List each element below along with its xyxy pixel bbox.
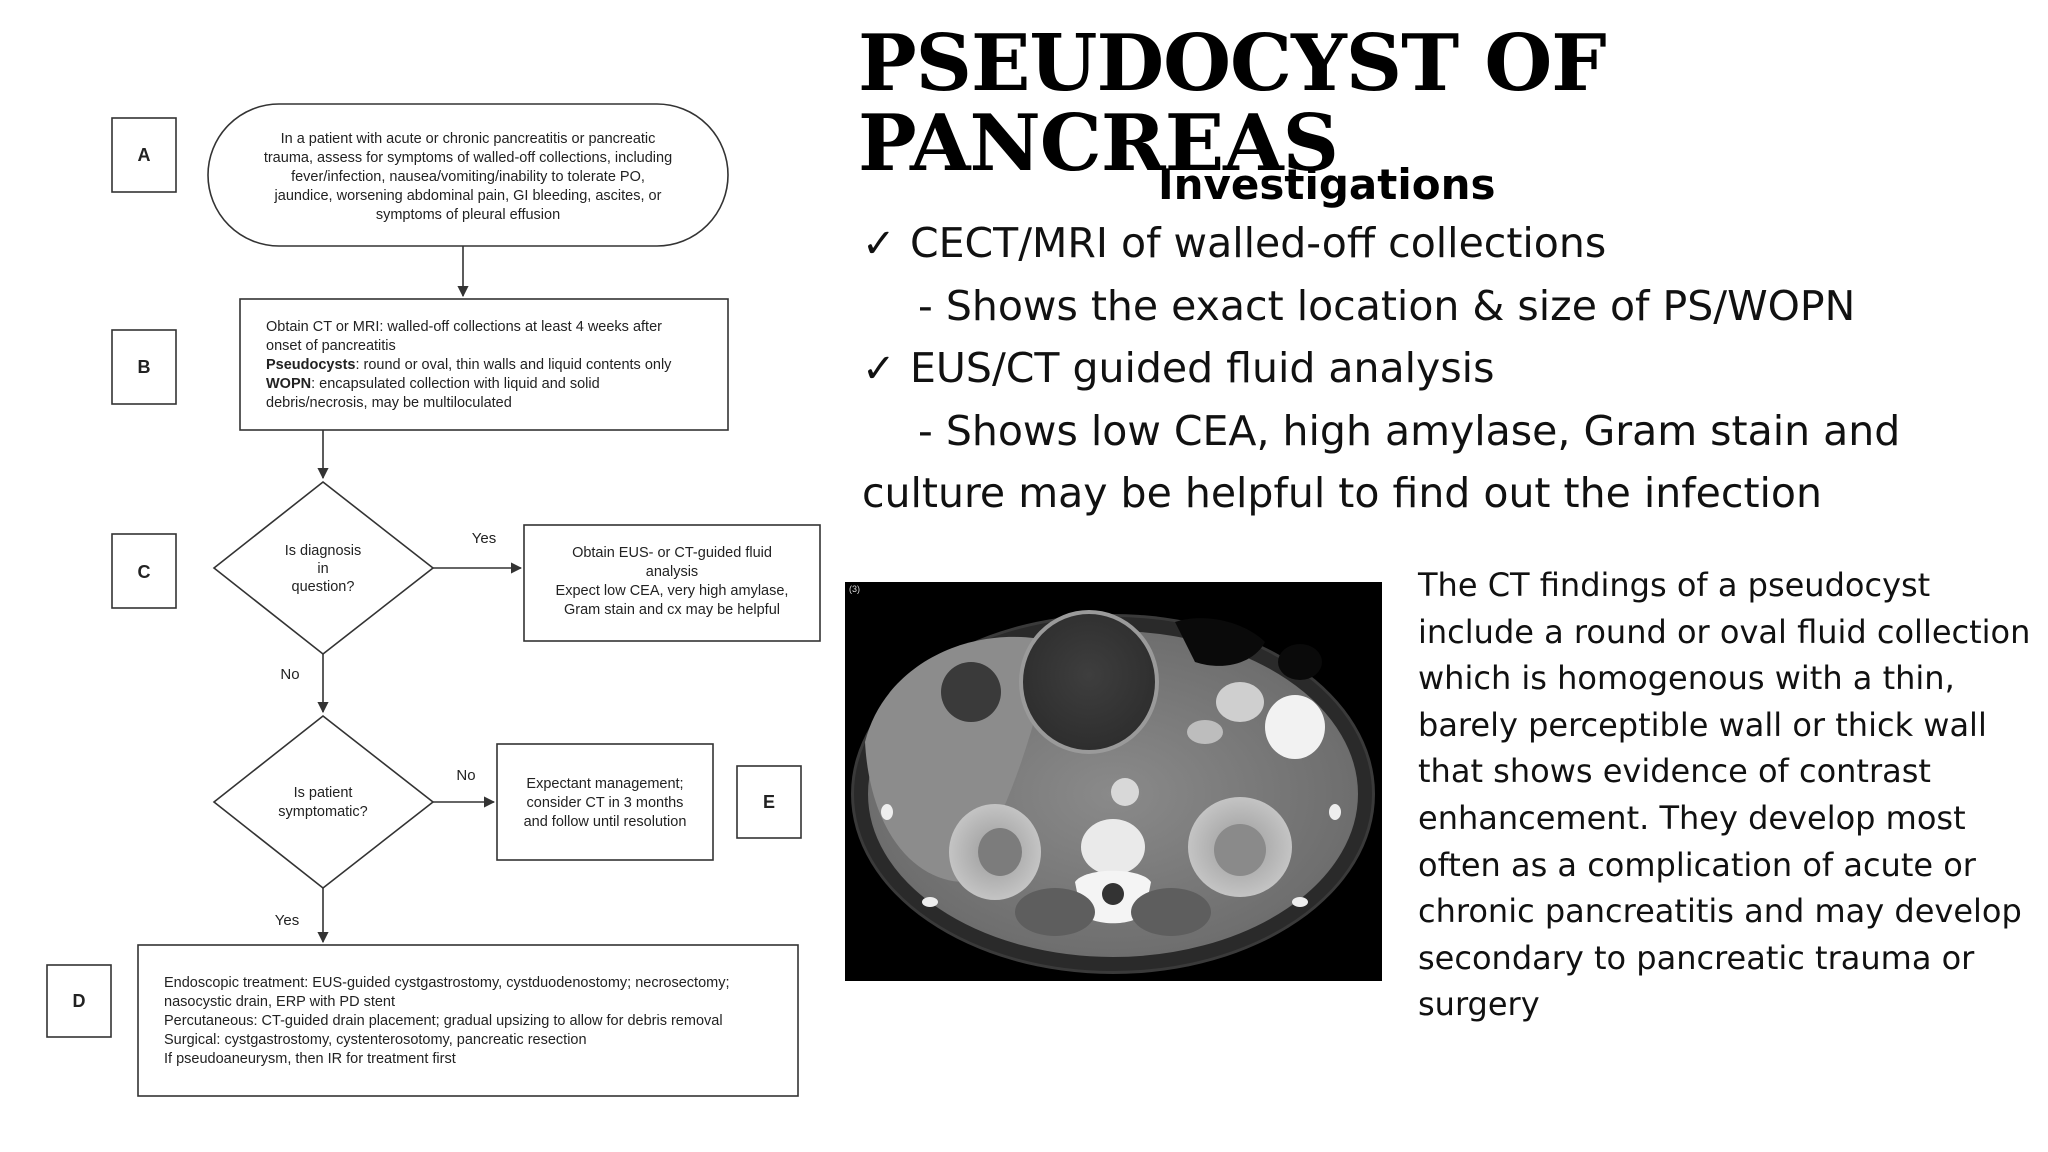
svg-text:Is diagnosis: Is diagnosis	[285, 543, 362, 559]
investigation-item-fluid: ✓ EUS/CT guided fluid analysis	[862, 337, 2012, 400]
step-label-box-a	[111, 117, 177, 193]
svg-text:Gram stain and cx may be helpf: Gram stain and cx may be helpful	[564, 602, 780, 618]
step-label-box-b	[111, 329, 177, 405]
svg-text:jaundice, worsening abdominal: jaundice, worsening abdominal pain, GI b…	[274, 188, 662, 204]
imaging-text: Obtain CT or MRI: walled-off collections…	[266, 319, 672, 411]
assess-symptoms-text: In a patient with acute or chronic pancr…	[264, 131, 672, 223]
ct-scan-image: (3)	[845, 582, 1382, 981]
fluid-analysis-text: Obtain EUS- or CT-guided fluid analysis …	[556, 545, 789, 618]
svg-text:Surgical: cystgastrostomy, cys: Surgical: cystgastrostomy, cystenterosot…	[164, 1032, 587, 1048]
treatment-node	[137, 944, 799, 1097]
step-label-e: E	[763, 792, 775, 812]
yes-label-c: Yes	[472, 530, 496, 547]
no-label-s: No	[456, 767, 475, 784]
slide-title: PSEUDOCYST OF PANCREAS	[858, 24, 1858, 184]
svg-text:Is patient: Is patient	[294, 785, 353, 801]
svg-text:Obtain EUS- or CT-guided fluid: Obtain EUS- or CT-guided fluid	[572, 545, 772, 561]
svg-text:consider CT in 3 months: consider CT in 3 months	[527, 795, 684, 811]
svg-text:Expectant management;: Expectant management;	[526, 776, 683, 792]
investigation-item-imaging: ✓ CECT/MRI of walled-off collections	[862, 212, 2012, 275]
svg-text:onset of pancreatitis: onset of pancreatitis	[266, 338, 396, 354]
svg-text:symptoms of pleural effusion: symptoms of pleural effusion	[376, 207, 560, 223]
step-label-box-e	[736, 765, 802, 839]
svg-text:trauma, assess for symptoms of: trauma, assess for symptoms of walled-of…	[264, 150, 672, 166]
svg-text:WOPN: encapsulated collection: WOPN: encapsulated collection with liqui…	[266, 376, 600, 392]
expectant-management-text: Expectant management; consider CT in 3 m…	[524, 776, 687, 830]
ct-findings-description: The CT findings of a pseudocyst include …	[1418, 566, 2031, 1024]
svg-text:and follow until resolution: and follow until resolution	[524, 814, 687, 830]
svg-text:Endoscopic treatment: EUS-guid: Endoscopic treatment: EUS-guided cystgas…	[164, 975, 730, 991]
step-label-b: B	[138, 357, 151, 377]
slide-title-line-2: PANCREAS	[858, 98, 1339, 189]
step-label-box-d	[46, 964, 112, 1038]
management-flowchart: A In a patient with acute or chronic pan…	[46, 103, 821, 1097]
diagnosis-question-text: Is diagnosis in question?	[285, 543, 362, 595]
step-label-c: C	[138, 562, 151, 582]
svg-text:Obtain CT or MRI: walled-off c: Obtain CT or MRI: walled-off collections…	[266, 319, 662, 335]
investigation-item-continuation: culture may be helpful to find out the i…	[862, 469, 1822, 517]
yes-label-s: Yes	[275, 912, 299, 929]
svg-text:fever/infection, nausea/vomiti: fever/infection, nausea/vomiting/inabili…	[291, 169, 645, 185]
svg-text:in: in	[317, 561, 328, 577]
no-label-c: No	[280, 666, 299, 683]
assess-symptoms-node	[207, 103, 729, 247]
ct-corner-label: (3)	[849, 584, 860, 594]
svg-text:nasocystic drain, ERP with PD: nasocystic drain, ERP with PD stent	[164, 994, 395, 1010]
investigation-item-text: EUS/CT guided fluid analysis	[910, 344, 1495, 392]
svg-text:analysis: analysis	[646, 564, 698, 580]
checkmark-icon: ✓	[862, 346, 896, 392]
step-label-d: D	[73, 991, 86, 1011]
svg-text:If pseudoaneurysm, then IR for: If pseudoaneurysm, then IR for treatment…	[164, 1051, 456, 1067]
investigation-item-text: CECT/MRI of walled-off collections	[910, 219, 1607, 267]
svg-text:Expect low CEA, very high amyl: Expect low CEA, very high amylase,	[556, 583, 789, 599]
checkmark-icon: ✓	[862, 221, 896, 267]
svg-text:Percutaneous: CT-guided drain: Percutaneous: CT-guided drain placement;…	[164, 1013, 723, 1029]
treatment-text: Endoscopic treatment: EUS-guided cystgas…	[164, 975, 730, 1067]
symptomatic-question-text: Is patient symptomatic?	[278, 785, 367, 820]
section-subtitle: Investigations	[1158, 160, 1496, 209]
svg-text:debris/necrosis, may be multil: debris/necrosis, may be multiloculated	[266, 395, 512, 411]
svg-text:In a patient with acute or chr: In a patient with acute or chronic pancr…	[281, 131, 656, 147]
svg-text:question?: question?	[292, 579, 355, 595]
investigation-item-detail: - Shows low CEA, high amylase, Gram stai…	[918, 407, 1901, 455]
imaging-node	[239, 298, 729, 431]
expectant-management-node	[496, 743, 714, 861]
slide-title-line-1: PSEUDOCYST OF	[858, 18, 1607, 109]
svg-text:Pseudocysts: round or oval, th: Pseudocysts: round or oval, thin walls a…	[266, 357, 672, 373]
fluid-analysis-node	[523, 524, 821, 642]
symptomatic-question-diamond	[212, 714, 435, 890]
investigations-list: ✓ CECT/MRI of walled-off collections - S…	[862, 212, 2012, 524]
step-label-box-c	[111, 533, 177, 609]
investigation-item-detail: - Shows the exact location & size of PS/…	[918, 282, 1856, 330]
step-label-a: A	[138, 145, 151, 165]
svg-text:symptomatic?: symptomatic?	[278, 804, 367, 820]
